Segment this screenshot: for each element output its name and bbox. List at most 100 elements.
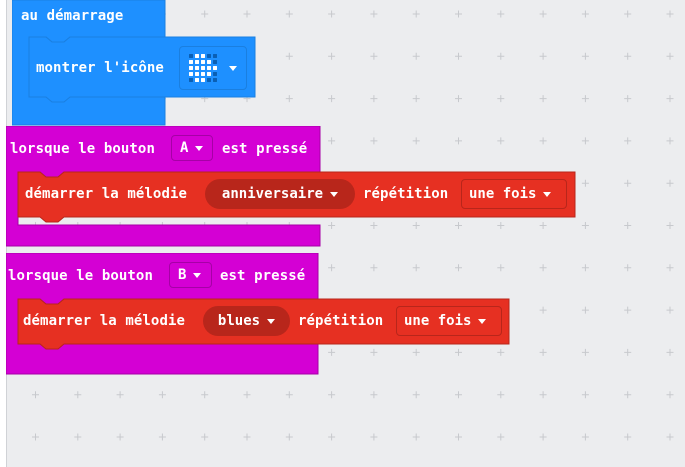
grid-plus-mark	[455, 391, 462, 399]
grid-plus-mark	[666, 391, 674, 399]
grid-plus-mark	[455, 10, 462, 18]
grid-plus-mark	[285, 10, 293, 18]
led-pixel	[213, 78, 217, 82]
led-pixel	[195, 66, 199, 70]
grid-plus-mark	[370, 10, 378, 18]
grid-plus-mark	[455, 433, 462, 441]
grid-plus-mark	[412, 52, 420, 60]
grid-plus-mark	[581, 10, 589, 18]
led-pixel	[207, 72, 211, 76]
grid-plus-mark	[243, 10, 251, 18]
led-pixel	[207, 66, 211, 70]
grid-plus-mark	[32, 433, 39, 441]
grid-plus-mark	[497, 95, 505, 103]
led-pixel	[195, 72, 199, 76]
grid-plus-mark	[497, 391, 505, 399]
grid-plus-mark	[455, 95, 462, 103]
led-pixel	[207, 60, 211, 64]
grid-plus-mark	[370, 348, 378, 356]
grid-plus-mark	[158, 433, 166, 441]
led-pixel	[207, 54, 211, 58]
grid-plus-mark	[328, 391, 336, 399]
grid-plus-mark	[539, 52, 547, 60]
button-a-select[interactable]: A	[171, 135, 213, 161]
led-pixel	[201, 66, 205, 70]
repeat-b-value: une fois	[404, 313, 472, 329]
led-pixel	[201, 54, 205, 58]
grid-plus-mark	[666, 222, 674, 229]
grid-plus-mark	[285, 95, 293, 103]
led-pixel	[195, 78, 199, 82]
led-pixel	[213, 72, 217, 76]
repeat-b-label: répétition	[298, 313, 384, 329]
led-pixel	[207, 78, 211, 82]
grid-plus-mark	[370, 95, 378, 103]
button-b-select[interactable]: B	[169, 262, 212, 288]
led-pixel	[213, 66, 217, 70]
grid-plus-mark	[116, 433, 124, 441]
chevron-down-icon	[195, 145, 204, 151]
grid-plus-mark	[370, 433, 378, 441]
grid-plus-mark	[201, 391, 209, 399]
grid-plus-mark	[455, 348, 462, 356]
grid-plus-mark	[581, 222, 589, 229]
repeat-a-dropdown[interactable]: une fois	[461, 179, 567, 209]
grid-plus-mark	[116, 391, 124, 399]
grid-plus-mark	[497, 137, 505, 145]
grid-plus-mark	[370, 137, 378, 145]
grid-plus-mark	[624, 264, 632, 272]
grid-plus-mark	[666, 52, 674, 60]
grid-plus-mark	[328, 222, 336, 229]
led-pixel	[189, 78, 193, 82]
led-pixel	[213, 60, 217, 64]
icon-picker-dropdown[interactable]	[179, 46, 247, 90]
grid-plus-mark	[539, 264, 547, 272]
grid-plus-mark	[497, 348, 505, 356]
grid-plus-mark	[74, 391, 82, 399]
grid-plus-mark	[412, 10, 420, 18]
chevron-down-icon	[229, 65, 237, 71]
grid-plus-mark	[328, 10, 336, 18]
grid-plus-mark	[539, 10, 547, 18]
grid-plus-mark	[32, 391, 39, 399]
melody-b-value: blues	[217, 313, 261, 329]
button-a-value: A	[180, 140, 189, 156]
on-start-label: au démarrage	[21, 8, 124, 24]
grid-plus-mark	[624, 179, 632, 187]
grid-plus-mark	[624, 348, 632, 356]
chevron-down-icon	[193, 272, 202, 278]
grid-plus-mark	[328, 52, 336, 60]
led-pixel	[213, 54, 217, 58]
grid-plus-mark	[497, 52, 505, 60]
grid-plus-mark	[412, 433, 420, 441]
grid-plus-mark	[201, 433, 209, 441]
grid-plus-mark	[581, 179, 589, 187]
repeat-b-dropdown[interactable]: une fois	[396, 306, 502, 336]
grid-plus-mark	[581, 306, 589, 314]
grid-plus-mark	[666, 137, 674, 145]
melody-a-dropdown[interactable]: anniversaire	[205, 179, 355, 209]
grid-plus-mark	[412, 348, 420, 356]
grid-plus-mark	[201, 10, 209, 18]
button-b-prefix: lorsque le bouton	[8, 268, 153, 284]
grid-plus-mark	[455, 264, 462, 272]
grid-plus-mark	[412, 95, 420, 103]
button-b-suffix: est pressé	[220, 268, 306, 284]
grid-plus-mark	[666, 10, 674, 18]
grid-plus-mark	[539, 348, 547, 356]
grid-plus-mark	[581, 433, 589, 441]
grid-plus-mark	[666, 306, 674, 314]
grid-plus-mark	[455, 52, 462, 60]
grid-plus-mark	[412, 222, 420, 229]
grid-plus-mark	[497, 222, 505, 229]
grid-plus-mark	[539, 137, 547, 145]
melody-b-dropdown[interactable]: blues	[203, 306, 290, 336]
grid-plus-mark	[539, 433, 547, 441]
led-pixel	[201, 72, 205, 76]
grid-plus-mark	[370, 391, 378, 399]
led-pixel	[201, 60, 205, 64]
led-pixel	[189, 66, 193, 70]
chevron-down-icon	[330, 191, 339, 197]
grid-plus-mark	[243, 433, 251, 441]
grid-plus-mark	[285, 391, 293, 399]
